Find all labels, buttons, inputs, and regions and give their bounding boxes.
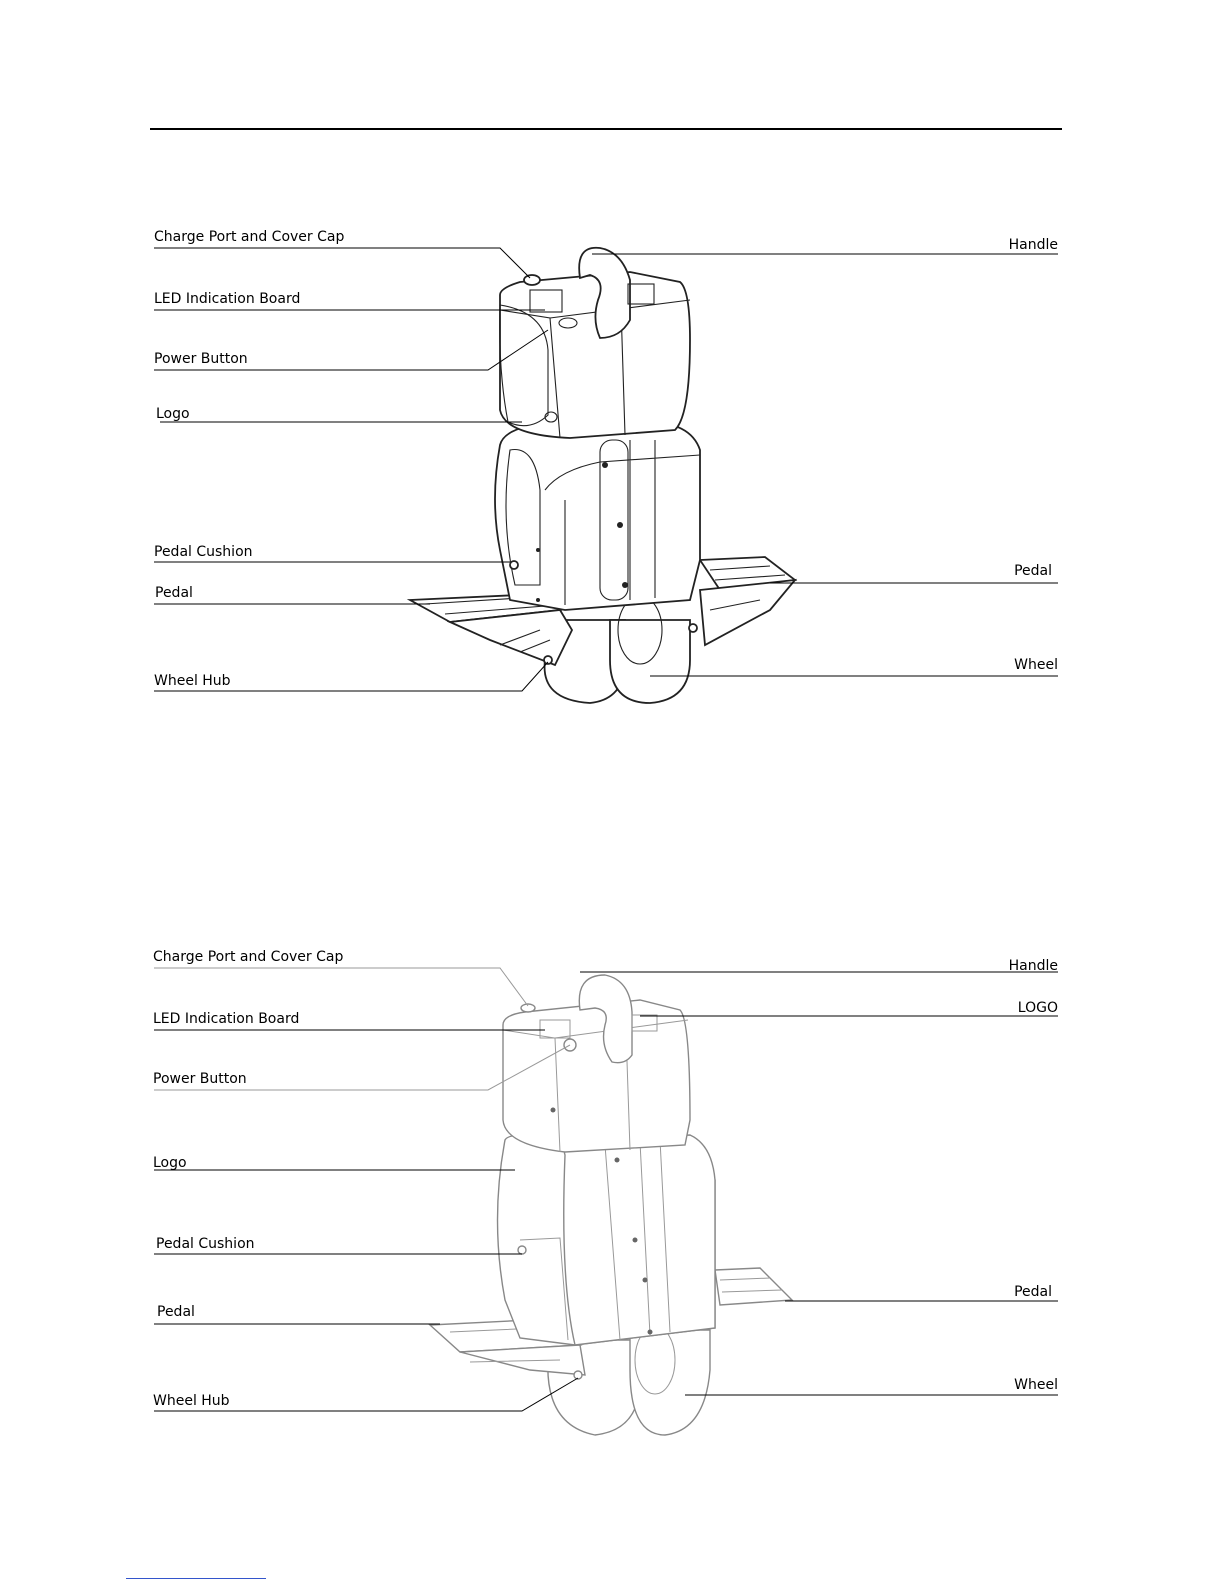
pedal-cushion-pad	[518, 1246, 526, 1254]
label-logo: Logo	[156, 406, 190, 422]
label-wheel: Wheel	[1014, 1377, 1058, 1393]
wheel-hub-bolt	[544, 656, 552, 664]
bolt	[615, 1158, 620, 1163]
footer-link-underline	[126, 1578, 266, 1579]
bolt	[617, 522, 623, 528]
header-rule	[150, 128, 1062, 130]
unicycle-drawing	[430, 975, 792, 1435]
label-pedal-left: Pedal	[157, 1304, 195, 1320]
label-logo-right: LOGO	[1018, 1000, 1058, 1016]
label-wheel-hub: Wheel Hub	[154, 673, 231, 689]
unicycle-drawing	[410, 248, 795, 703]
bolt	[648, 1330, 653, 1335]
charge-port-cap	[524, 275, 540, 285]
bolt	[536, 548, 540, 552]
pedal-right-top	[715, 1268, 792, 1305]
wheel-hub-bolt-right	[689, 624, 697, 632]
label-pedal-right: Pedal	[1014, 563, 1052, 579]
bolt	[536, 598, 540, 602]
body-lower	[495, 422, 700, 610]
bolt	[622, 582, 628, 588]
label-power-button: Power Button	[154, 351, 248, 367]
label-power-button: Power Button	[153, 1071, 247, 1087]
bolt	[633, 1238, 638, 1243]
label-wheel: Wheel	[1014, 657, 1058, 673]
label-charge-port: Charge Port and Cover Cap	[154, 229, 344, 245]
pedal-right-frame	[700, 580, 795, 645]
label-pedal-cushion: Pedal Cushion	[154, 544, 253, 560]
label-logo: Logo	[153, 1155, 187, 1171]
body-upper	[503, 1000, 690, 1152]
unicycle-diagram-front: Charge Port and Cover Cap LED Indication…	[0, 200, 1225, 740]
wheel-cover	[564, 1135, 715, 1345]
leader-charge-port	[154, 248, 530, 278]
bolt	[551, 1108, 556, 1113]
label-wheel-hub: Wheel Hub	[153, 1393, 230, 1409]
label-pedal-cushion: Pedal Cushion	[156, 1236, 255, 1252]
wheel-hub-bolt	[574, 1371, 582, 1379]
leader-charge-port	[154, 968, 528, 1006]
bolt	[643, 1278, 648, 1283]
bolt	[602, 462, 608, 468]
label-handle: Handle	[1009, 237, 1058, 253]
label-charge-port: Charge Port and Cover Cap	[153, 949, 343, 965]
wheel-right	[610, 620, 690, 703]
label-led-board: LED Indication Board	[154, 291, 300, 307]
label-pedal-left: Pedal	[155, 585, 193, 601]
body-upper	[500, 272, 690, 438]
label-led-board: LED Indication Board	[153, 1011, 299, 1027]
label-pedal-right: Pedal	[1014, 1284, 1052, 1300]
pedal-cushion-pad	[510, 561, 518, 569]
unicycle-diagram-side: Charge Port and Cover Cap LED Indication…	[0, 920, 1225, 1480]
label-handle: Handle	[1009, 958, 1058, 974]
